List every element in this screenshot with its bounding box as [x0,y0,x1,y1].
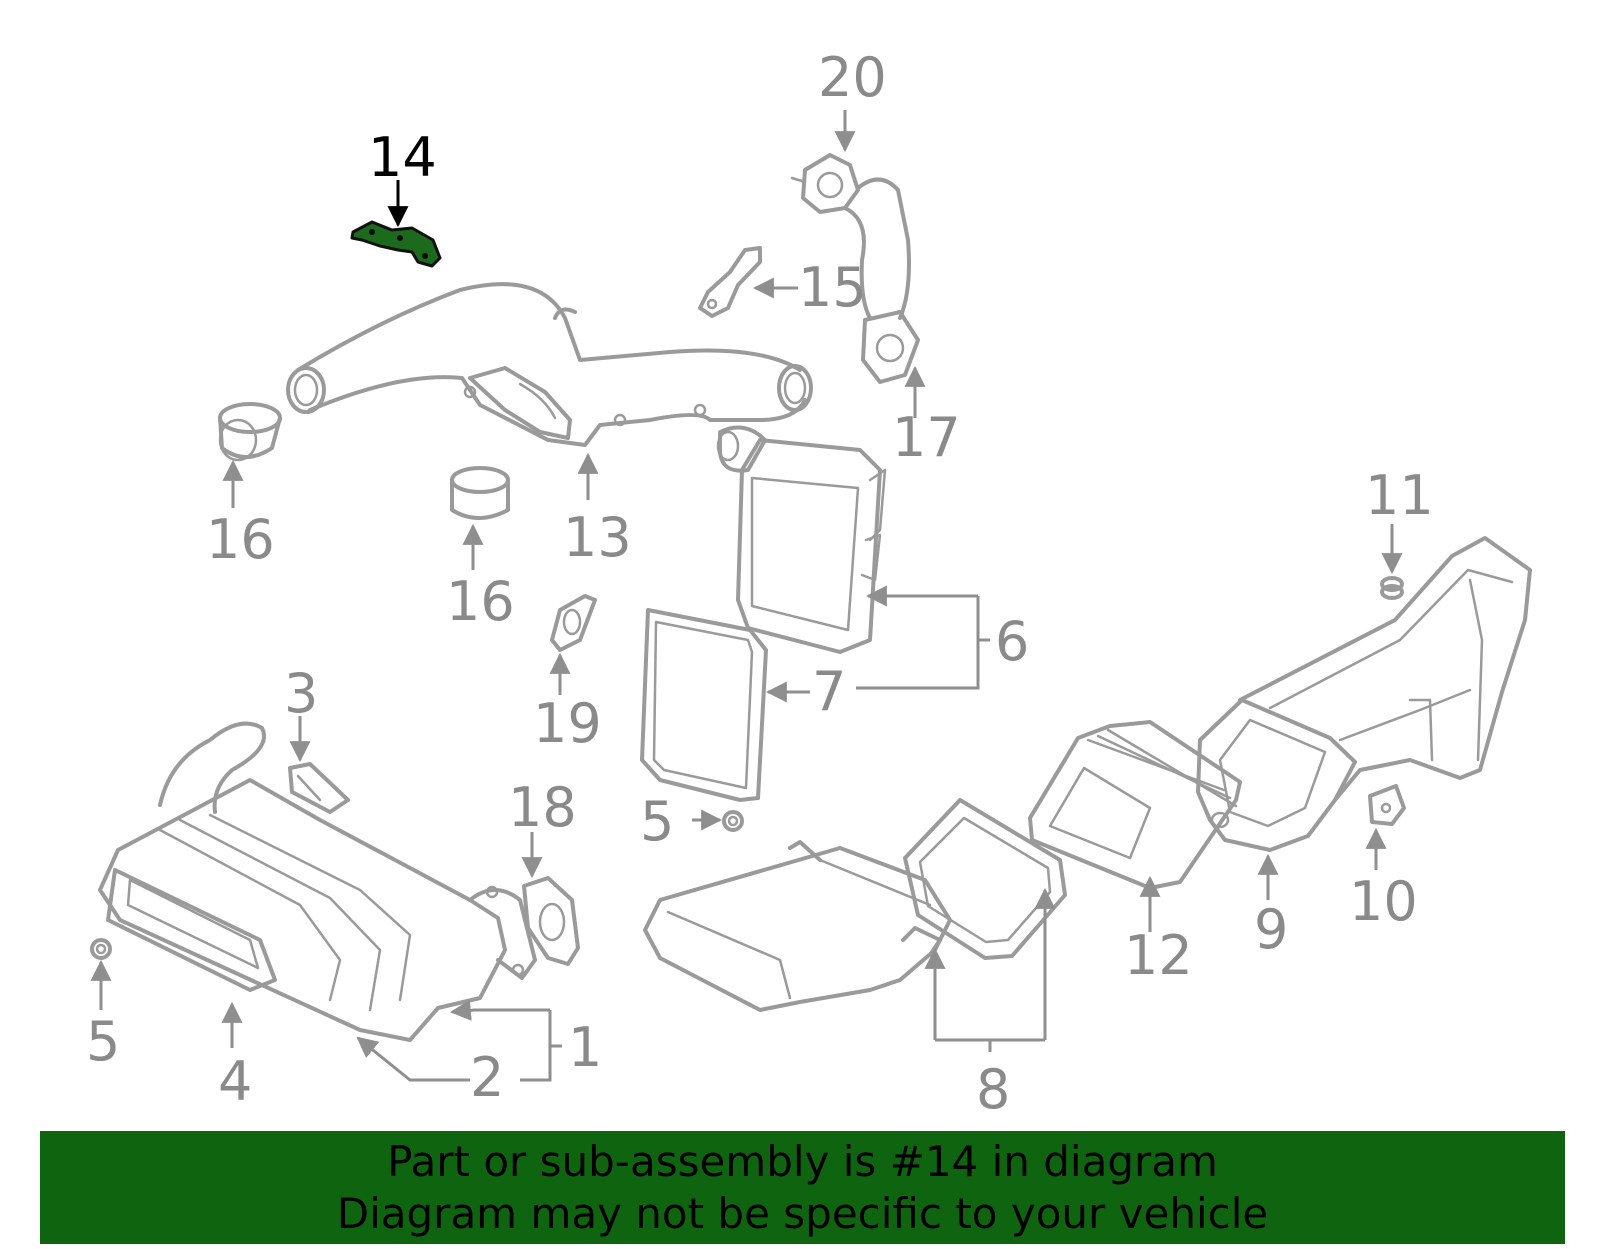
part-3-bracket[interactable] [288,762,350,814]
callout-5-left[interactable]: 5 [86,1010,120,1073]
banner-line-1: Part or sub-assembly is #14 in diagram [387,1137,1218,1186]
part-11-grommet[interactable] [1380,576,1404,600]
part-8-duct[interactable] [643,840,952,1012]
part-9-airbox[interactable] [1196,698,1357,852]
callout-16-right[interactable]: 16 [446,570,515,633]
callout-3[interactable]: 3 [284,662,318,725]
part-15-bracket[interactable] [698,246,762,318]
callout-12[interactable]: 12 [1124,924,1193,987]
part-snorkel-duct[interactable] [1238,536,1532,802]
part-5-clip-center[interactable] [722,810,744,832]
callout-1[interactable]: 1 [568,1016,602,1079]
part-16-coupler-right[interactable] [450,466,510,520]
callout-8[interactable]: 8 [976,1058,1010,1121]
callout-9[interactable]: 9 [1254,898,1288,961]
part-20-17-tube[interactable] [790,153,920,384]
part-5-clip-left[interactable] [90,938,112,960]
part-12-filter[interactable] [1028,720,1242,890]
callout-13[interactable]: 13 [563,506,632,569]
callout-6[interactable]: 6 [995,610,1029,673]
callout-10[interactable]: 10 [1349,870,1418,933]
part-16-coupler-left[interactable] [218,402,282,462]
part-18-gasket[interactable] [522,876,580,966]
callout-20[interactable]: 20 [818,46,887,109]
callout-2[interactable]: 2 [470,1046,504,1109]
part-10-bracket[interactable] [1368,784,1406,826]
callout-4[interactable]: 4 [218,1050,252,1113]
callout-19[interactable]: 19 [533,692,602,755]
callout-15[interactable]: 15 [798,256,867,319]
callout-14[interactable]: 14 [368,126,437,189]
callout-7[interactable]: 7 [812,660,846,723]
part-13-intake-pipe[interactable] [286,282,813,447]
part-6-intercooler[interactable] [716,425,887,654]
part-1-air-cleaner-assembly[interactable] [98,721,537,1042]
callout-18[interactable]: 18 [508,776,577,839]
part-7-gasket[interactable] [640,608,768,802]
part-8-gasket[interactable] [903,798,1067,960]
part-19-gasket[interactable] [550,594,597,652]
info-banner: Part or sub-assembly is #14 in diagram D… [40,1131,1565,1244]
callout-16-left[interactable]: 16 [206,508,275,571]
callout-5-center[interactable]: 5 [640,790,674,853]
part-14-bracket[interactable] [350,220,442,268]
callout-17[interactable]: 17 [892,406,961,469]
callout-11[interactable]: 11 [1365,464,1434,527]
banner-line-2: Diagram may not be specific to your vehi… [336,1189,1269,1238]
